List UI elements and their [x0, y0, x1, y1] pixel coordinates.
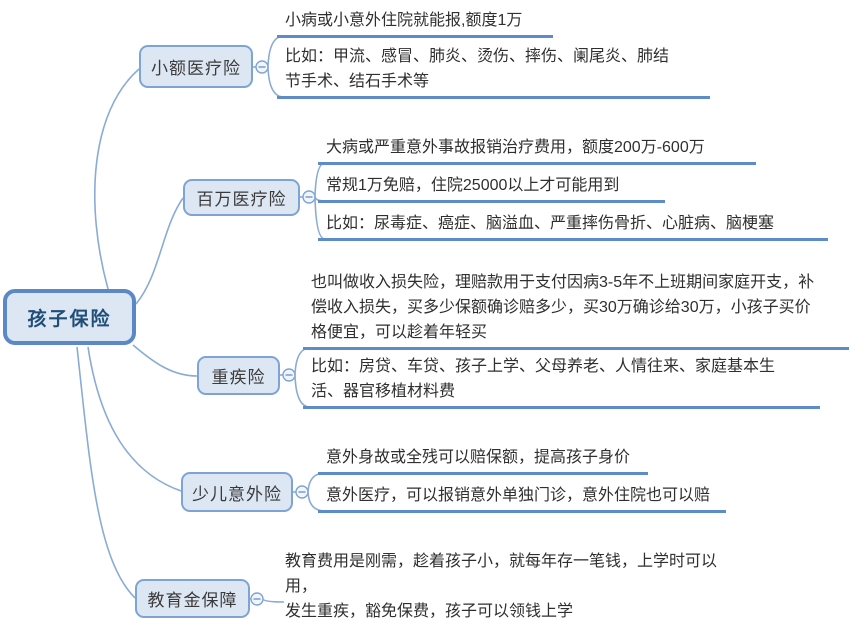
leaf-topic-small-medical-examples[interactable]: 比如：甲流、感冒、肺炎、烫伤、摔伤、阑尾炎、肺结 节手术、结石手术等: [277, 44, 710, 99]
collapse-minus-icon[interactable]: [250, 592, 264, 606]
leaf-topic-million-medical-examples[interactable]: 比如：尿毒症、癌症、脑溢血、严重摔伤骨折、心脏病、脑梗塞: [318, 211, 828, 241]
connector-branch-child: [262, 598, 285, 603]
collapse-minus-icon[interactable]: [282, 368, 296, 382]
connector-root-million-medical: [135, 197, 184, 305]
connector-root-child-accident: [87, 346, 182, 492]
connector-root-small-medical: [93, 68, 140, 290]
leaf-topic-small-medical-coverage[interactable]: 小病或小意外住院就能报,额度1万: [277, 8, 553, 38]
leaf-topic-million-medical-deductible[interactable]: 常规1万免赔，住院25000以上才可能用到: [318, 173, 665, 203]
connector-root-critical-illness: [132, 344, 198, 377]
branch-topic-critical-illness[interactable]: 重疾险: [197, 356, 280, 395]
leaf-topic-critical-illness-examples[interactable]: 比如：房贷、车贷、孩子上学、父母养老、人情往来、家庭基本生 活、器官移植材料费: [303, 354, 820, 409]
branch-topic-education-fund[interactable]: 教育金保障: [135, 579, 250, 618]
leaf-topic-critical-illness-description[interactable]: 也叫做收入损失险，理赔款用于支付因病3-5年不上班期间家庭开支，补 偿收入损失，…: [303, 270, 849, 350]
collapse-minus-icon[interactable]: [255, 60, 269, 74]
branch-topic-child-accident[interactable]: 少儿意外险: [181, 472, 293, 512]
branch-topic-small-medical[interactable]: 小额医疗险: [139, 45, 253, 88]
root-topic[interactable]: 孩子保险: [3, 289, 136, 345]
collapse-minus-icon[interactable]: [302, 190, 316, 204]
branch-topic-million-medical[interactable]: 百万医疗险: [183, 179, 300, 216]
leaf-topic-accident-death-disability[interactable]: 意外身故或全残可以赔保额，提高孩子身价: [318, 445, 648, 475]
collapse-minus-icon[interactable]: [295, 485, 309, 499]
leaf-topic-million-medical-coverage[interactable]: 大病或严重意外事故报销治疗费用，额度200万-600万: [318, 135, 756, 165]
leaf-topic-accident-medical[interactable]: 意外医疗，可以报销意外单独门诊，意外住院也可以赔: [318, 483, 726, 513]
connector-root-education-fund: [76, 346, 136, 599]
leaf-topic-education-fund-description[interactable]: 教育费用是刚需，趁着孩子小，就每年存一笔钱，上学时可以用， 发生重疾，豁免保费，…: [277, 549, 743, 626]
